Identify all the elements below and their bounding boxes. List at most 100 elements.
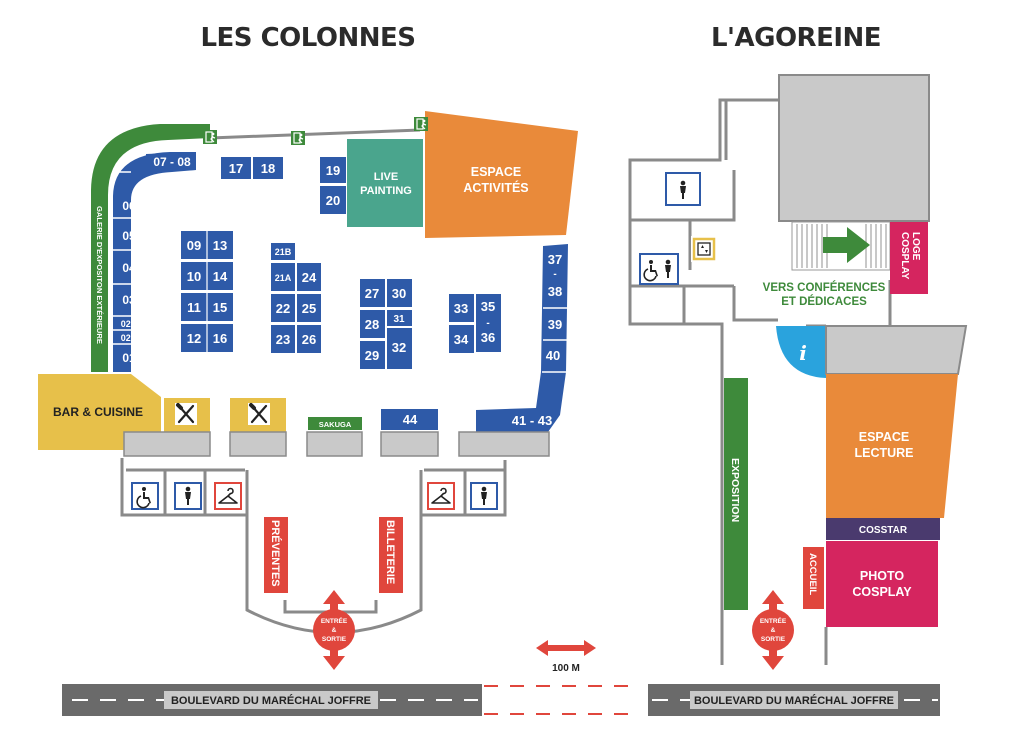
scale-indicator: 100 M [536, 640, 596, 674]
billeterie-label: BILLETERIE [384, 520, 396, 584]
billeterie-booth[interactable] [379, 517, 403, 593]
stand-13[interactable] [207, 231, 233, 259]
stand-25-label: 25 [302, 301, 316, 316]
stand-07-08[interactable]: 07 - 08 [146, 152, 196, 172]
stand-02a[interactable]: 02A [121, 333, 138, 343]
stand-24[interactable] [297, 263, 321, 291]
arrow-icon [823, 227, 870, 263]
exposition-label: EXPOSITION [729, 458, 741, 522]
stand-12[interactable] [181, 324, 207, 352]
stand-21a[interactable] [271, 263, 295, 291]
info-label: i [799, 341, 807, 365]
galerie-label: GALERIE D'EXPOSITON EXTÉRIEURE [95, 206, 104, 344]
stand-30[interactable] [387, 279, 412, 307]
stand-04[interactable]: 04 [122, 261, 136, 275]
live-painting-label-1: LIVE [374, 171, 398, 183]
stand-05[interactable]: 05 [122, 229, 136, 243]
stand-09-label: 09 [187, 238, 201, 253]
stand-10[interactable] [181, 262, 207, 290]
sakuga-label: SAKUGA [319, 420, 352, 429]
espace-activites-label-2: ACTIVITÉS [463, 180, 528, 195]
stand-30-label: 30 [392, 286, 406, 301]
stand-38-label: 38 [548, 284, 562, 299]
info-icon[interactable] [776, 326, 826, 378]
espace-activites-zone[interactable] [425, 111, 578, 238]
stand-21a-label: 21A [275, 273, 292, 283]
galerie-exposition-exterieure[interactable] [91, 124, 210, 372]
bar-cuisine-zone[interactable] [38, 374, 161, 450]
stand-18[interactable] [253, 157, 283, 179]
live-painting-zone[interactable] [347, 139, 423, 227]
stand-06[interactable]: 06 [122, 199, 136, 213]
stand-22[interactable] [271, 294, 295, 322]
photo-cosplay-zone[interactable] [826, 541, 938, 627]
road-left-label: BOULEVARD DU MARÉCHAL JOFFRE [171, 694, 371, 707]
stand-32[interactable] [387, 328, 412, 369]
agoreine-building [628, 98, 892, 665]
road-gap [484, 685, 640, 715]
stand-21b[interactable] [271, 243, 295, 260]
emergency-exit-icon-3 [413, 116, 429, 132]
stand-26[interactable] [297, 325, 321, 353]
stand-12-label: 12 [187, 331, 201, 346]
stand-block-09-16 [181, 231, 233, 352]
vers-label-2: ET DÉDICACES [781, 295, 867, 308]
entrance-exit-right[interactable]: ENTRÉE & SORTIE [752, 590, 794, 670]
loge-cosplay-zone[interactable] [890, 222, 928, 294]
bar-cuisine-label: BAR & CUISINE [53, 405, 143, 419]
stand-01[interactable]: 01 [122, 351, 136, 365]
emergency-exit-icon [202, 129, 218, 145]
entrance-right-label-1: ENTRÉE [760, 616, 787, 625]
stand-03[interactable]: 03 [122, 293, 136, 307]
espace-lecture-zone[interactable] [826, 374, 958, 518]
stand-19[interactable] [320, 157, 346, 183]
stand-block-27-32 [360, 279, 412, 369]
cosstar-zone[interactable] [826, 518, 940, 540]
stand-09[interactable] [181, 231, 207, 259]
stand-35-36[interactable] [476, 294, 501, 352]
preventes-label: PRÉVENTES [269, 520, 282, 587]
stand-33[interactable] [449, 294, 474, 322]
stand-block-33-36 [449, 294, 501, 353]
cloakroom-icon [214, 482, 242, 510]
stand-29[interactable] [360, 341, 385, 369]
stand-27[interactable] [360, 279, 385, 307]
stand-14-label: 14 [213, 269, 228, 284]
left-column-stands [113, 171, 131, 345]
stand-17[interactable] [221, 157, 251, 179]
entrance-right-label-3: SORTIE [761, 636, 786, 643]
stand-14[interactable] [207, 262, 233, 290]
sakuga-zone[interactable] [308, 417, 362, 430]
stand-13-label: 13 [213, 238, 227, 253]
photo-label-2: COSPLAY [852, 585, 912, 599]
entrance-exit-left[interactable]: ENTRÉE & SORTIE [313, 590, 355, 670]
right-wall-stands[interactable] [476, 244, 568, 432]
accueil-booth[interactable] [803, 547, 824, 609]
stand-44[interactable] [381, 409, 438, 430]
preventes-booth[interactable] [264, 517, 288, 593]
stand-34[interactable] [449, 325, 474, 353]
title-agoreine: L'AGOREINE [711, 23, 881, 53]
entrance-label-3: SORTIE [322, 636, 347, 643]
stand-39-label: 39 [548, 317, 562, 332]
stand-27-label: 27 [365, 286, 379, 301]
stand-31[interactable] [387, 310, 412, 326]
stand-28[interactable] [360, 310, 385, 338]
stand-16[interactable] [207, 324, 233, 352]
stand-20[interactable] [320, 186, 346, 214]
stand-23-label: 23 [276, 332, 290, 347]
stand-23[interactable] [271, 325, 295, 353]
stand-35-36-dash: - [486, 318, 489, 329]
cosstar-label: COSSTAR [859, 525, 908, 536]
stand-15[interactable] [207, 293, 233, 321]
stand-35-label: 35 [481, 299, 495, 314]
stand-25[interactable] [297, 294, 321, 322]
stand-32-label: 32 [392, 340, 406, 355]
stand-11[interactable] [181, 293, 207, 321]
photo-label-1: PHOTO [860, 569, 904, 583]
entrance-label-2: & [332, 627, 337, 634]
stand-26-label: 26 [302, 332, 316, 347]
stand-02b[interactable]: 02B [121, 319, 138, 329]
exposition-zone[interactable] [724, 378, 748, 610]
